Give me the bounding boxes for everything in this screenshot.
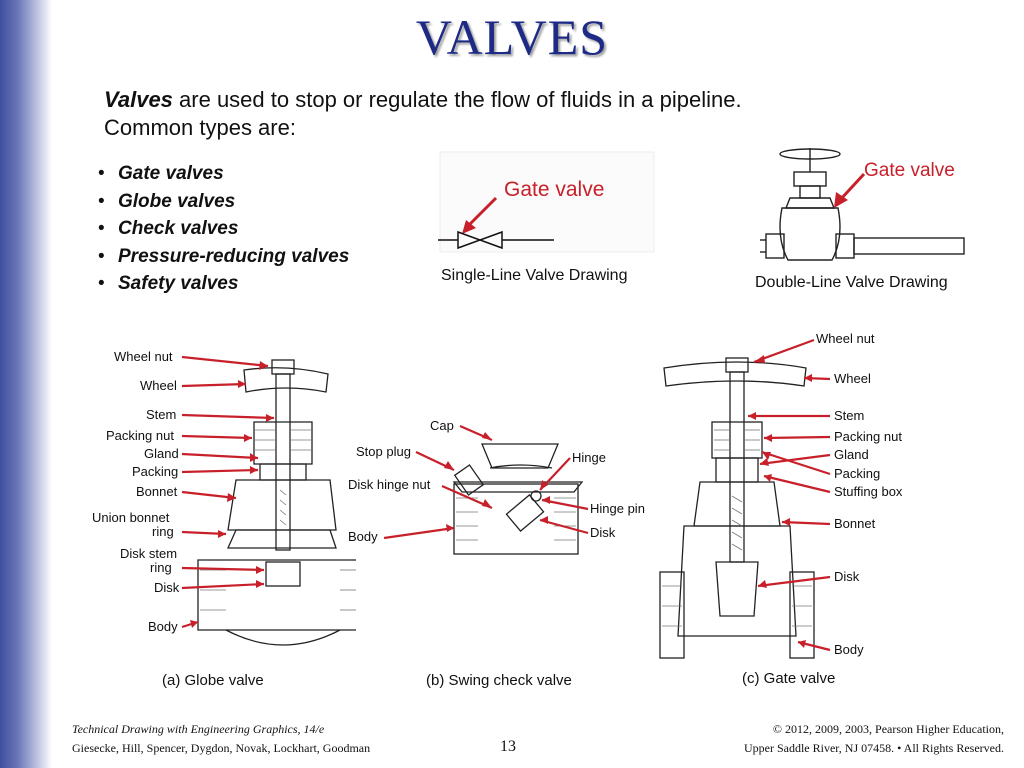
- double-line-valve-figure: Gate valve: [760, 148, 965, 261]
- check-label-stop-plug: Stop plug: [356, 444, 411, 459]
- globe-valve-figure: Wheel nut Wheel Stem Packing nut Gland P…: [92, 349, 356, 689]
- globe-label-packing-nut: Packing nut: [106, 428, 174, 443]
- globe-label-disk: Disk: [154, 580, 180, 595]
- single-line-valve-figure: Gate valve: [438, 151, 655, 253]
- gate-label-disk: Disk: [834, 569, 860, 584]
- gate-label-stuffing-box: Stuffing box: [834, 484, 903, 499]
- gate-label-gland: Gland: [834, 447, 869, 462]
- check-label-hinge-pin: Hinge pin: [590, 501, 645, 516]
- list-item: Globe valves: [96, 188, 349, 216]
- globe-label-disk-stem-ring: ring: [150, 560, 172, 575]
- intro-text: Valves are used to stop or regulate the …: [104, 86, 884, 142]
- globe-label-stem: Stem: [146, 407, 176, 422]
- footer-book-title: Technical Drawing with Engineering Graph…: [72, 722, 325, 736]
- gate-label-packing-nut: Packing nut: [834, 429, 902, 444]
- globe-caption: (a) Globe valve: [162, 672, 264, 689]
- globe-label-disk-stem: Disk stem: [120, 546, 177, 561]
- check-label-disk: Disk: [590, 525, 616, 540]
- gate-label-packing: Packing: [834, 466, 880, 481]
- single-line-label: Gate valve: [504, 178, 604, 201]
- list-item: Safety valves: [96, 270, 349, 298]
- check-label-disk-hinge-nut: Disk hinge nut: [348, 477, 431, 492]
- globe-label-body: Body: [148, 619, 178, 634]
- single-line-caption: Single-Line Valve Drawing: [441, 267, 628, 284]
- double-line-label: Gate valve: [864, 160, 955, 181]
- footer-copyright: © 2012, 2009, 2003, Pearson Higher Educa…: [744, 720, 1004, 758]
- globe-label-union-bonnet-ring: ring: [152, 524, 174, 539]
- gate-valve-figure: Wheel nut Wheel Stem Packing nut Gland P…: [659, 331, 903, 687]
- gate-label-stem: Stem: [834, 408, 864, 423]
- intro-line-2: Common types are:: [104, 115, 296, 140]
- footer-authors: Giesecke, Hill, Spencer, Dygdon, Novak, …: [72, 741, 371, 755]
- list-item: Pressure-reducing valves: [96, 243, 349, 271]
- slide-title: VALVES: [415, 9, 609, 65]
- globe-label-bonnet: Bonnet: [136, 484, 178, 499]
- footer-copyright-line: © 2012, 2009, 2003, Pearson Higher Educa…: [772, 722, 1004, 736]
- check-label-hinge: Hinge: [572, 450, 606, 465]
- slide-left-band: [0, 0, 52, 768]
- list-item: Gate valves: [96, 160, 349, 188]
- gate-label-body: Body: [834, 642, 864, 657]
- intro-bold-word: Valves: [104, 87, 173, 112]
- check-valve-figure: Cap Stop plug Disk hinge nut Body Hinge …: [348, 418, 645, 689]
- check-label-cap: Cap: [430, 418, 454, 433]
- check-caption: (b) Swing check valve: [426, 672, 572, 689]
- globe-label-wheel: Wheel: [140, 378, 177, 393]
- gate-label-wheel: Wheel: [834, 371, 871, 386]
- globe-label-packing: Packing: [132, 464, 178, 479]
- check-label-body: Body: [348, 529, 378, 544]
- footer-rights-line: Upper Saddle River, NJ 07458. • All Righ…: [743, 741, 1004, 755]
- globe-label-gland: Gland: [144, 446, 179, 461]
- globe-label-wheel-nut: Wheel nut: [114, 349, 173, 364]
- list-item: Check valves: [96, 215, 349, 243]
- valve-types-list: Gate valves Globe valves Check valves Pr…: [96, 160, 349, 298]
- gate-label-bonnet: Bonnet: [834, 516, 876, 531]
- double-line-caption: Double-Line Valve Drawing: [755, 274, 948, 291]
- intro-rest: are used to stop or regulate the flow of…: [172, 87, 742, 112]
- page-number: 13: [500, 738, 516, 755]
- gate-label-wheel-nut: Wheel nut: [816, 331, 875, 346]
- globe-label-union-bonnet: Union bonnet: [92, 510, 170, 525]
- footer-book-info: Technical Drawing with Engineering Graph…: [72, 720, 370, 758]
- gate-caption: (c) Gate valve: [742, 670, 835, 687]
